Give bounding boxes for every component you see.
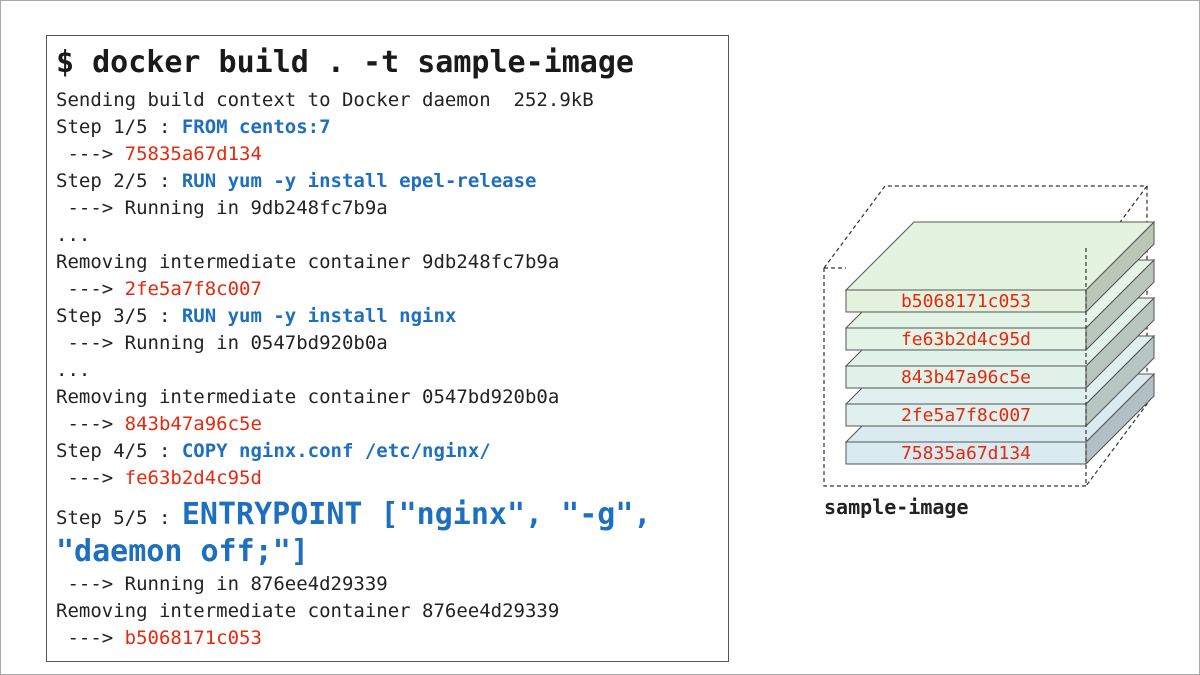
step-3-ellipsis: ... xyxy=(56,359,91,381)
step-3-instruction: RUN yum -y install nginx xyxy=(181,305,457,327)
step-2-ellipsis: ... xyxy=(56,224,91,246)
step-3-prefix: Step 3/5 : xyxy=(56,305,182,327)
arrow: ---> xyxy=(56,627,125,649)
step-2-prefix: Step 2/5 : xyxy=(56,170,182,192)
step-2-instruction: RUN yum -y install epel-release xyxy=(181,170,537,192)
layer-hash-label: 843b47a96c5e xyxy=(901,367,1031,388)
step-5-removing: Removing intermediate container 876ee4d2… xyxy=(56,600,560,622)
step-5-result: ---> b5068171c053 xyxy=(56,625,728,652)
arrow: ---> xyxy=(56,143,125,165)
step-3-running: ---> Running in 0547bd920b0a xyxy=(56,332,388,354)
step-4-line: Step 4/5 : COPY nginx.conf /etc/nginx/ xyxy=(56,438,728,465)
step-2-removing: Removing intermediate container 9db248fc… xyxy=(56,251,560,273)
step-5-prefix: Step 5/5 : xyxy=(56,507,182,529)
step-5-instruction: ENTRYPOINT ["nginx", "-g", xyxy=(181,497,652,532)
step-3-result: ---> 843b47a96c5e xyxy=(56,411,728,438)
arrow: ---> xyxy=(56,278,125,300)
layer-hash-label: 75835a67d134 xyxy=(901,443,1031,464)
step-1-instruction: FROM centos:7 xyxy=(181,116,331,138)
step-2-running: ---> Running in 9db248fc7b9a xyxy=(56,197,388,219)
step-4-instruction: COPY nginx.conf /etc/nginx/ xyxy=(181,440,491,462)
step-5-line: Step 5/5 : ENTRYPOINT ["nginx", "-g", xyxy=(56,498,728,535)
build-command: $ docker build . -t sample-image xyxy=(56,45,634,80)
step-3-line: Step 3/5 : RUN yum -y install nginx xyxy=(56,303,728,330)
step-1-line: Step 1/5 : FROM centos:7 xyxy=(56,114,728,141)
step-2-result: ---> 2fe5a7f8c007 xyxy=(56,276,728,303)
image-layer-stack: 75835a67d134 2fe5a7f8c007 843b47a96c5e fe63… xyxy=(791,171,1191,541)
layer-hash: b5068171c053 xyxy=(124,627,262,649)
step-5-instruction-continued: "daemon off;"] xyxy=(56,534,309,569)
layer-hash: 2fe5a7f8c007 xyxy=(124,278,262,300)
layer-hash: 843b47a96c5e xyxy=(124,413,262,435)
image-layer-stack-drawing: 75835a67d134 2fe5a7f8c007 843b47a96c5e fe63… xyxy=(823,185,1156,487)
bounding-box-front-edges xyxy=(823,268,1086,487)
context-line: Sending build context to Docker daemon 2… xyxy=(56,89,594,111)
step-3-removing: Removing intermediate container 0547bd92… xyxy=(56,386,560,408)
terminal-output: $ docker build . -t sample-image Sending… xyxy=(46,35,729,662)
layer-hash: fe63b2d4c95d xyxy=(124,467,262,489)
step-4-prefix: Step 4/5 : xyxy=(56,440,182,462)
layer-hash-label: fe63b2d4c95d xyxy=(901,329,1031,350)
step-1-prefix: Step 1/5 : xyxy=(56,116,182,138)
step-1-result: ---> 75835a67d134 xyxy=(56,141,728,168)
bounding-box-back-edges xyxy=(823,185,1148,487)
step-2-line: Step 2/5 : RUN yum -y install epel-relea… xyxy=(56,168,728,195)
layer-front-face xyxy=(845,403,1087,427)
step-5-running: ---> Running in 876ee4d29339 xyxy=(56,573,388,595)
arrow: ---> xyxy=(56,413,125,435)
layer-hash-label: b5068171c053 xyxy=(901,291,1031,312)
arrow: ---> xyxy=(56,467,125,489)
image-name-label: sample-image xyxy=(824,495,969,519)
layer-hash: 75835a67d134 xyxy=(124,143,262,165)
layer-hash-label: 2fe5a7f8c007 xyxy=(901,405,1031,426)
step-4-result: ---> fe63b2d4c95d xyxy=(56,465,728,492)
